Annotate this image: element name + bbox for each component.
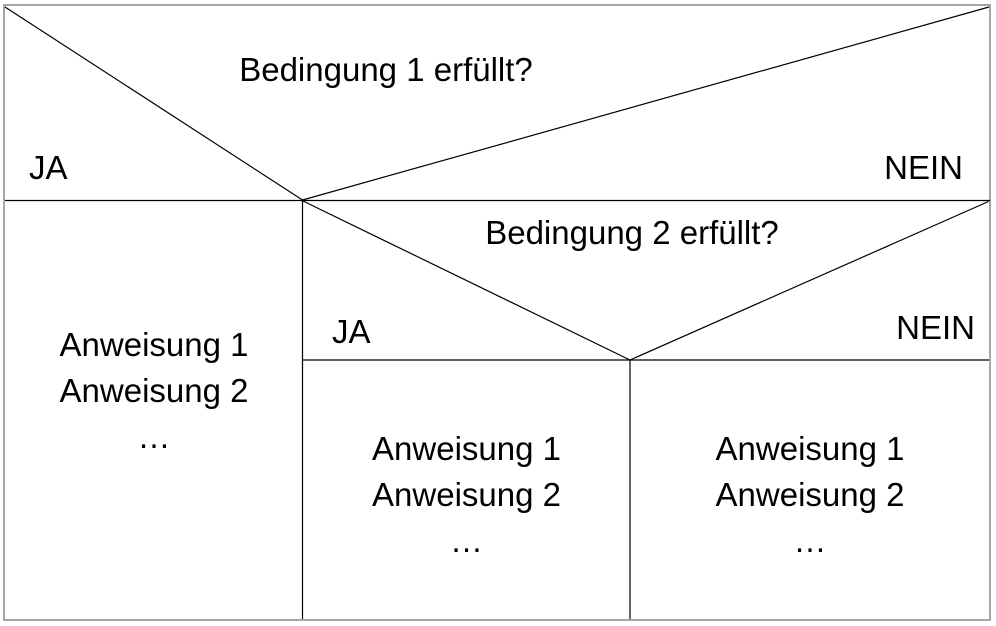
statement-line: Anweisung 1 bbox=[372, 430, 561, 467]
outer-frame bbox=[3, 4, 991, 621]
condition1-yes-label: JA bbox=[29, 149, 68, 186]
condition1-no-diagonal bbox=[302, 6, 990, 201]
branch2-no-statements: Anweisung 1 Anweisung 2 … bbox=[630, 426, 990, 564]
condition1-question: Bedingung 1 erfüllt? bbox=[239, 51, 533, 88]
statement-ellipsis: … bbox=[137, 418, 171, 455]
condition1-yes-diagonal bbox=[4, 6, 303, 201]
statement-line: Anweisung 1 bbox=[715, 430, 905, 467]
statement-ellipsis: … bbox=[450, 522, 483, 559]
condition2-question: Bedingung 2 erfüllt? bbox=[485, 214, 779, 251]
condition2-yes-diagonal bbox=[302, 200, 631, 361]
branch2-yes-statements: Anweisung 1 Anweisung 2 … bbox=[303, 426, 630, 564]
condition2-no-label: NEIN bbox=[896, 309, 975, 346]
statement-line: Anweisung 1 bbox=[59, 326, 249, 363]
condition1-no-label: NEIN bbox=[884, 149, 963, 186]
branch1-yes-statements: Anweisung 1 Anweisung 2 … bbox=[5, 322, 303, 460]
statement-line: Anweisung 2 bbox=[372, 476, 561, 513]
statement-line: Anweisung 2 bbox=[715, 476, 905, 513]
statement-line: Anweisung 2 bbox=[59, 372, 249, 409]
condition2-no-diagonal bbox=[629, 200, 989, 361]
condition2-yes-label: JA bbox=[332, 313, 371, 350]
statement-ellipsis: … bbox=[793, 522, 827, 559]
